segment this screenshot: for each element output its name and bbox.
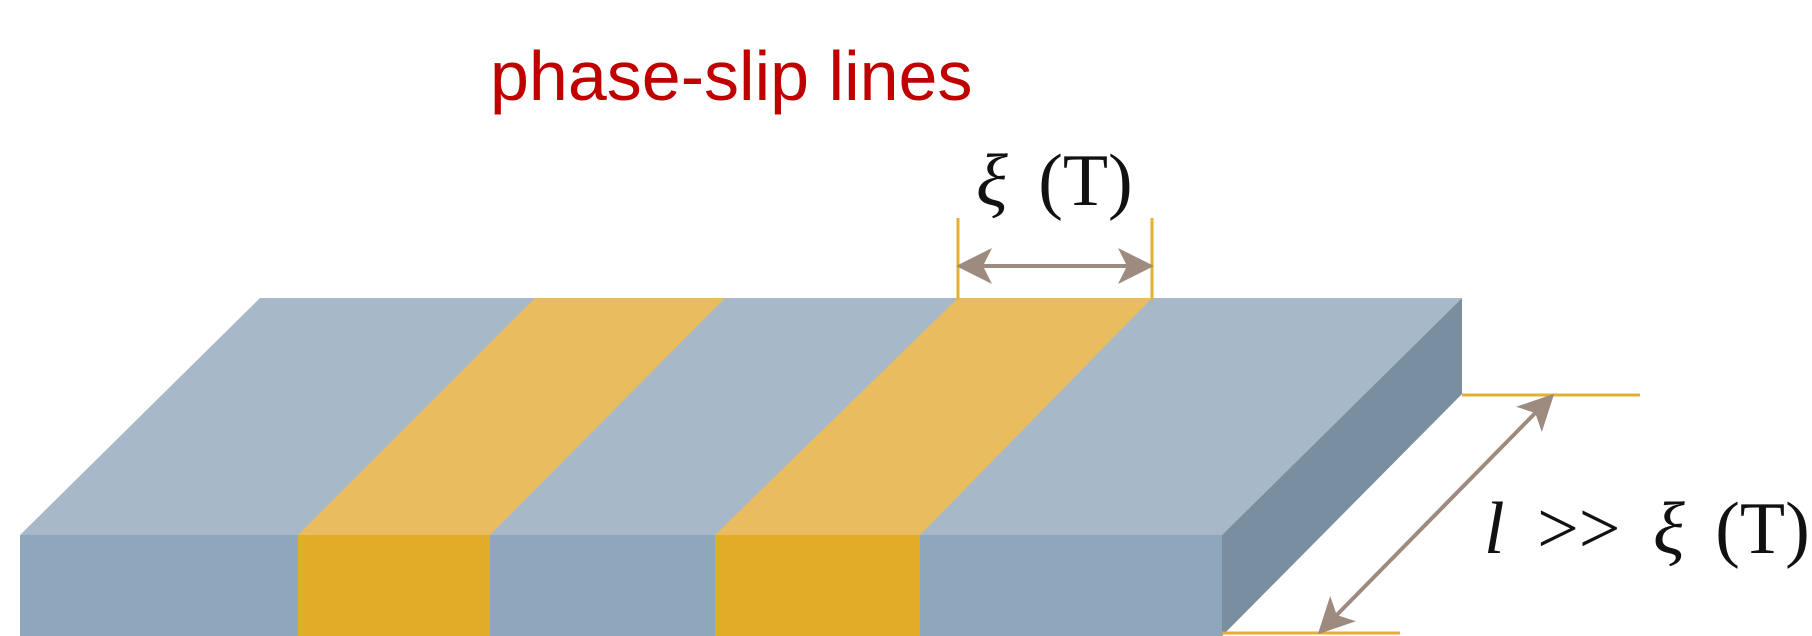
length-arrow	[1317, 393, 1555, 635]
phase-slip-line-1-front	[298, 535, 490, 636]
width-label-symbol: ξ	[976, 140, 1008, 222]
phase-slip-line-1-top	[298, 298, 725, 535]
width-label-arg: (T)	[1038, 140, 1133, 222]
length-label-relation: >>	[1537, 488, 1620, 570]
length-label: l >> ξ (T)	[1484, 488, 1810, 570]
length-label-arg: (T)	[1715, 488, 1810, 570]
slab-front-face	[20, 535, 1222, 636]
phase-slip-line-2-top	[715, 298, 1152, 535]
length-label-symbol: ξ	[1653, 488, 1685, 570]
diagram-title: phase-slip lines	[490, 37, 972, 115]
slab-top-face	[20, 298, 1462, 535]
phase-slip-line-2-front	[715, 535, 920, 636]
width-label: ξ (T)	[976, 140, 1133, 222]
length-label-var: l	[1484, 488, 1505, 570]
